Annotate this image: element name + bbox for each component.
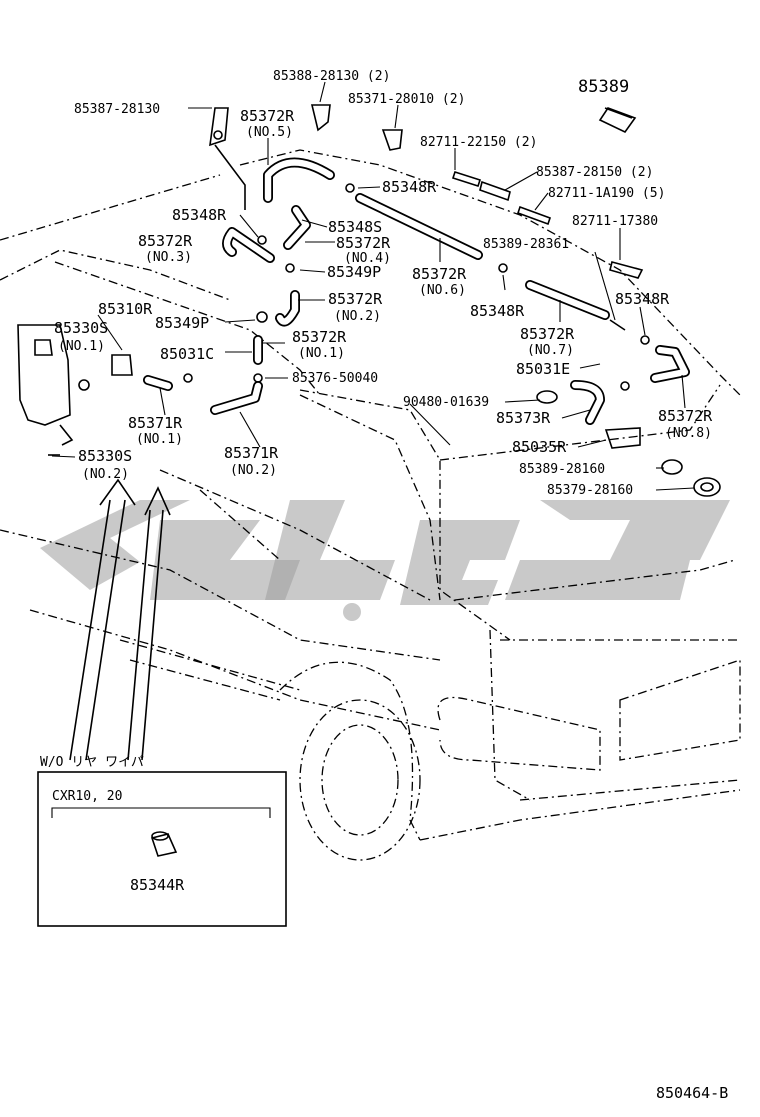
- hose-parts: [143, 157, 690, 425]
- label-no2-371: (NO.2): [230, 463, 277, 478]
- label-85348r-b: 85348R: [172, 206, 227, 224]
- label-no2: (NO.2): [334, 309, 381, 324]
- label-85389-28361: 85389-28361: [483, 237, 569, 252]
- label-85035r: 85035R: [512, 438, 567, 456]
- label-85387-28130: 85387-28130: [74, 102, 160, 117]
- figure-number: 850464-B: [656, 1084, 728, 1102]
- label-82711-1a190: 82711-1A190 (5): [548, 186, 665, 201]
- leader-lines: [51, 81, 695, 491]
- label-85372r-no8: 85372R: [658, 407, 713, 425]
- cap-85344r: [150, 833, 178, 857]
- label-85330s-no2: 85330S: [78, 447, 132, 465]
- label-85372r-no7: 85372R: [520, 325, 575, 343]
- label-90480: 90480-01639: [403, 395, 489, 410]
- label-85310r: 85310R: [98, 300, 153, 318]
- label-no4: (NO.4): [344, 251, 391, 266]
- label-no8: (NO.8): [665, 426, 712, 441]
- label-85379-28160: 85379-28160: [547, 483, 633, 498]
- label-85348s: 85348S: [328, 218, 382, 236]
- inset-model: CXR10, 20: [52, 789, 122, 804]
- label-85388: 85388-28130 (2): [273, 69, 390, 84]
- inset-panel: W/O リヤ ワイパ CXR10, 20 85344R: [37, 755, 287, 927]
- vehicle-outline: [0, 149, 741, 861]
- label-85373r: 85373R: [496, 409, 551, 427]
- label-no7: (NO.7): [527, 343, 574, 358]
- label-no5: (NO.5): [246, 125, 293, 140]
- label-85330s-no1: 85330S: [54, 319, 108, 337]
- label-no1-371: (NO.1): [136, 432, 183, 447]
- label-85371: 85371-28010 (2): [348, 92, 465, 107]
- label-85349p-b: 85349P: [155, 314, 209, 332]
- part-labels: 85388-28130 (2) 85389 85387-28130 85372R…: [54, 69, 713, 498]
- inset-bracket: [51, 807, 271, 818]
- label-82711-22150: 82711-22150 (2): [420, 135, 537, 150]
- label-85031e: 85031E: [516, 360, 570, 378]
- label-85349p-a: 85349P: [327, 263, 381, 281]
- label-85387-28150: 85387-28150 (2): [536, 165, 653, 180]
- label-85389-28160: 85389-28160: [519, 462, 605, 477]
- label-85372r-no6: 85372R: [412, 265, 467, 283]
- label-85031c: 85031C: [160, 345, 214, 363]
- label-85372r-no1: 85372R: [292, 328, 347, 346]
- label-85371r-no1: 85371R: [128, 414, 183, 432]
- label-85372r-no4: 85372R: [336, 234, 391, 252]
- pointer-arrows: [69, 478, 171, 761]
- label-85372r-no2: 85372R: [328, 290, 383, 308]
- label-no6: (NO.6): [419, 283, 466, 298]
- small-parts: [17, 104, 721, 497]
- label-85389-top: 85389: [578, 77, 629, 97]
- label-85348r-a: 85348R: [382, 178, 437, 196]
- label-85372r-no5: 85372R: [240, 107, 295, 125]
- label-82711-17380: 82711-17380: [572, 214, 658, 229]
- label-no2-s: (NO.2): [82, 467, 129, 482]
- label-85372r-no3: 85372R: [138, 232, 193, 250]
- inset-title: W/O リヤ ワイパ: [40, 755, 144, 770]
- inset-part: 85344R: [130, 876, 185, 894]
- inset-frame: [37, 771, 287, 927]
- label-85348r-c: 85348R: [470, 302, 525, 320]
- watermark-logo: [40, 500, 730, 621]
- label-85371r-no2: 85371R: [224, 444, 279, 462]
- label-no1-r: (NO.1): [298, 346, 345, 361]
- label-no1-s: (NO.1): [58, 339, 105, 354]
- label-85376: 85376-50040: [292, 371, 378, 386]
- label-no3: (NO.3): [145, 250, 192, 265]
- label-85348r-d: 85348R: [615, 290, 670, 308]
